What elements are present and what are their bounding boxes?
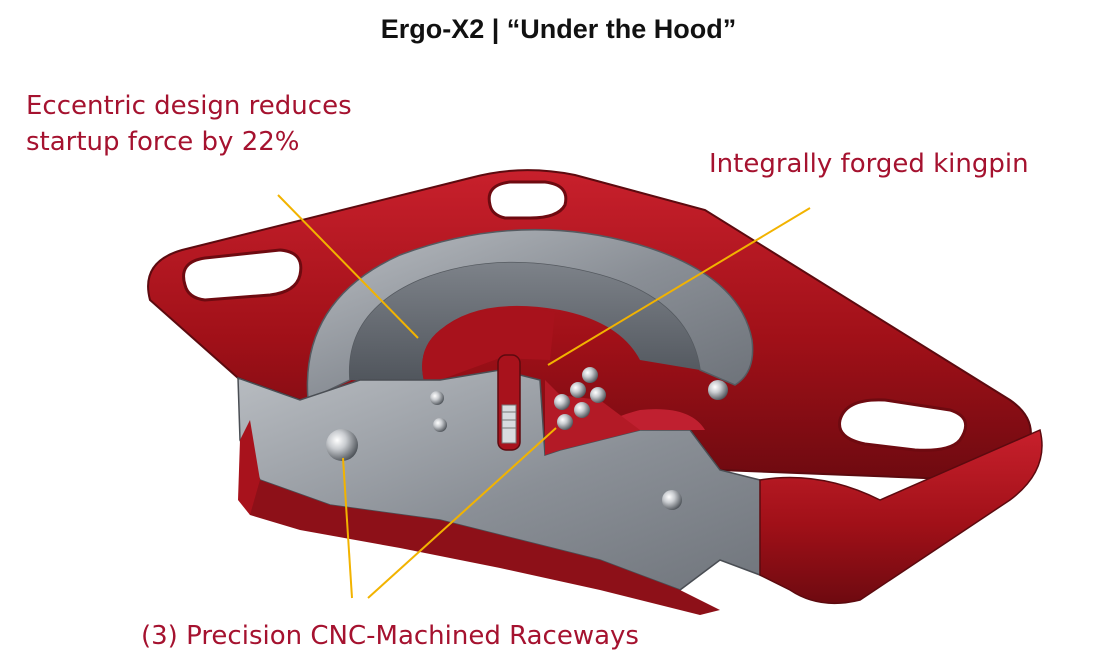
callout-eccentric-line-2: startup force by 22% [26, 127, 300, 157]
callout-raceways: (3) Precision CNC-Machined Raceways [141, 621, 639, 651]
leader-line-raceway-right [367, 427, 557, 599]
bearing-balls [326, 367, 728, 510]
callout-eccentric-line-1: Eccentric design reduces [26, 91, 352, 121]
cutaway-section [237, 369, 1043, 615]
leader-lines [277, 194, 811, 599]
page-title: Ergo-X2 | “Under the Hood” [380, 14, 737, 44]
leader-line-kingpin [547, 207, 811, 366]
callout-eccentric-design: Eccentric design reduces startup force b… [26, 88, 352, 160]
leader-line-raceway-left [342, 457, 353, 599]
callout-kingpin: Integrally forged kingpin [709, 149, 1029, 179]
leader-line-eccentric [277, 194, 419, 339]
raceway-outer-ring [306, 228, 754, 402]
kingpin [497, 354, 521, 451]
